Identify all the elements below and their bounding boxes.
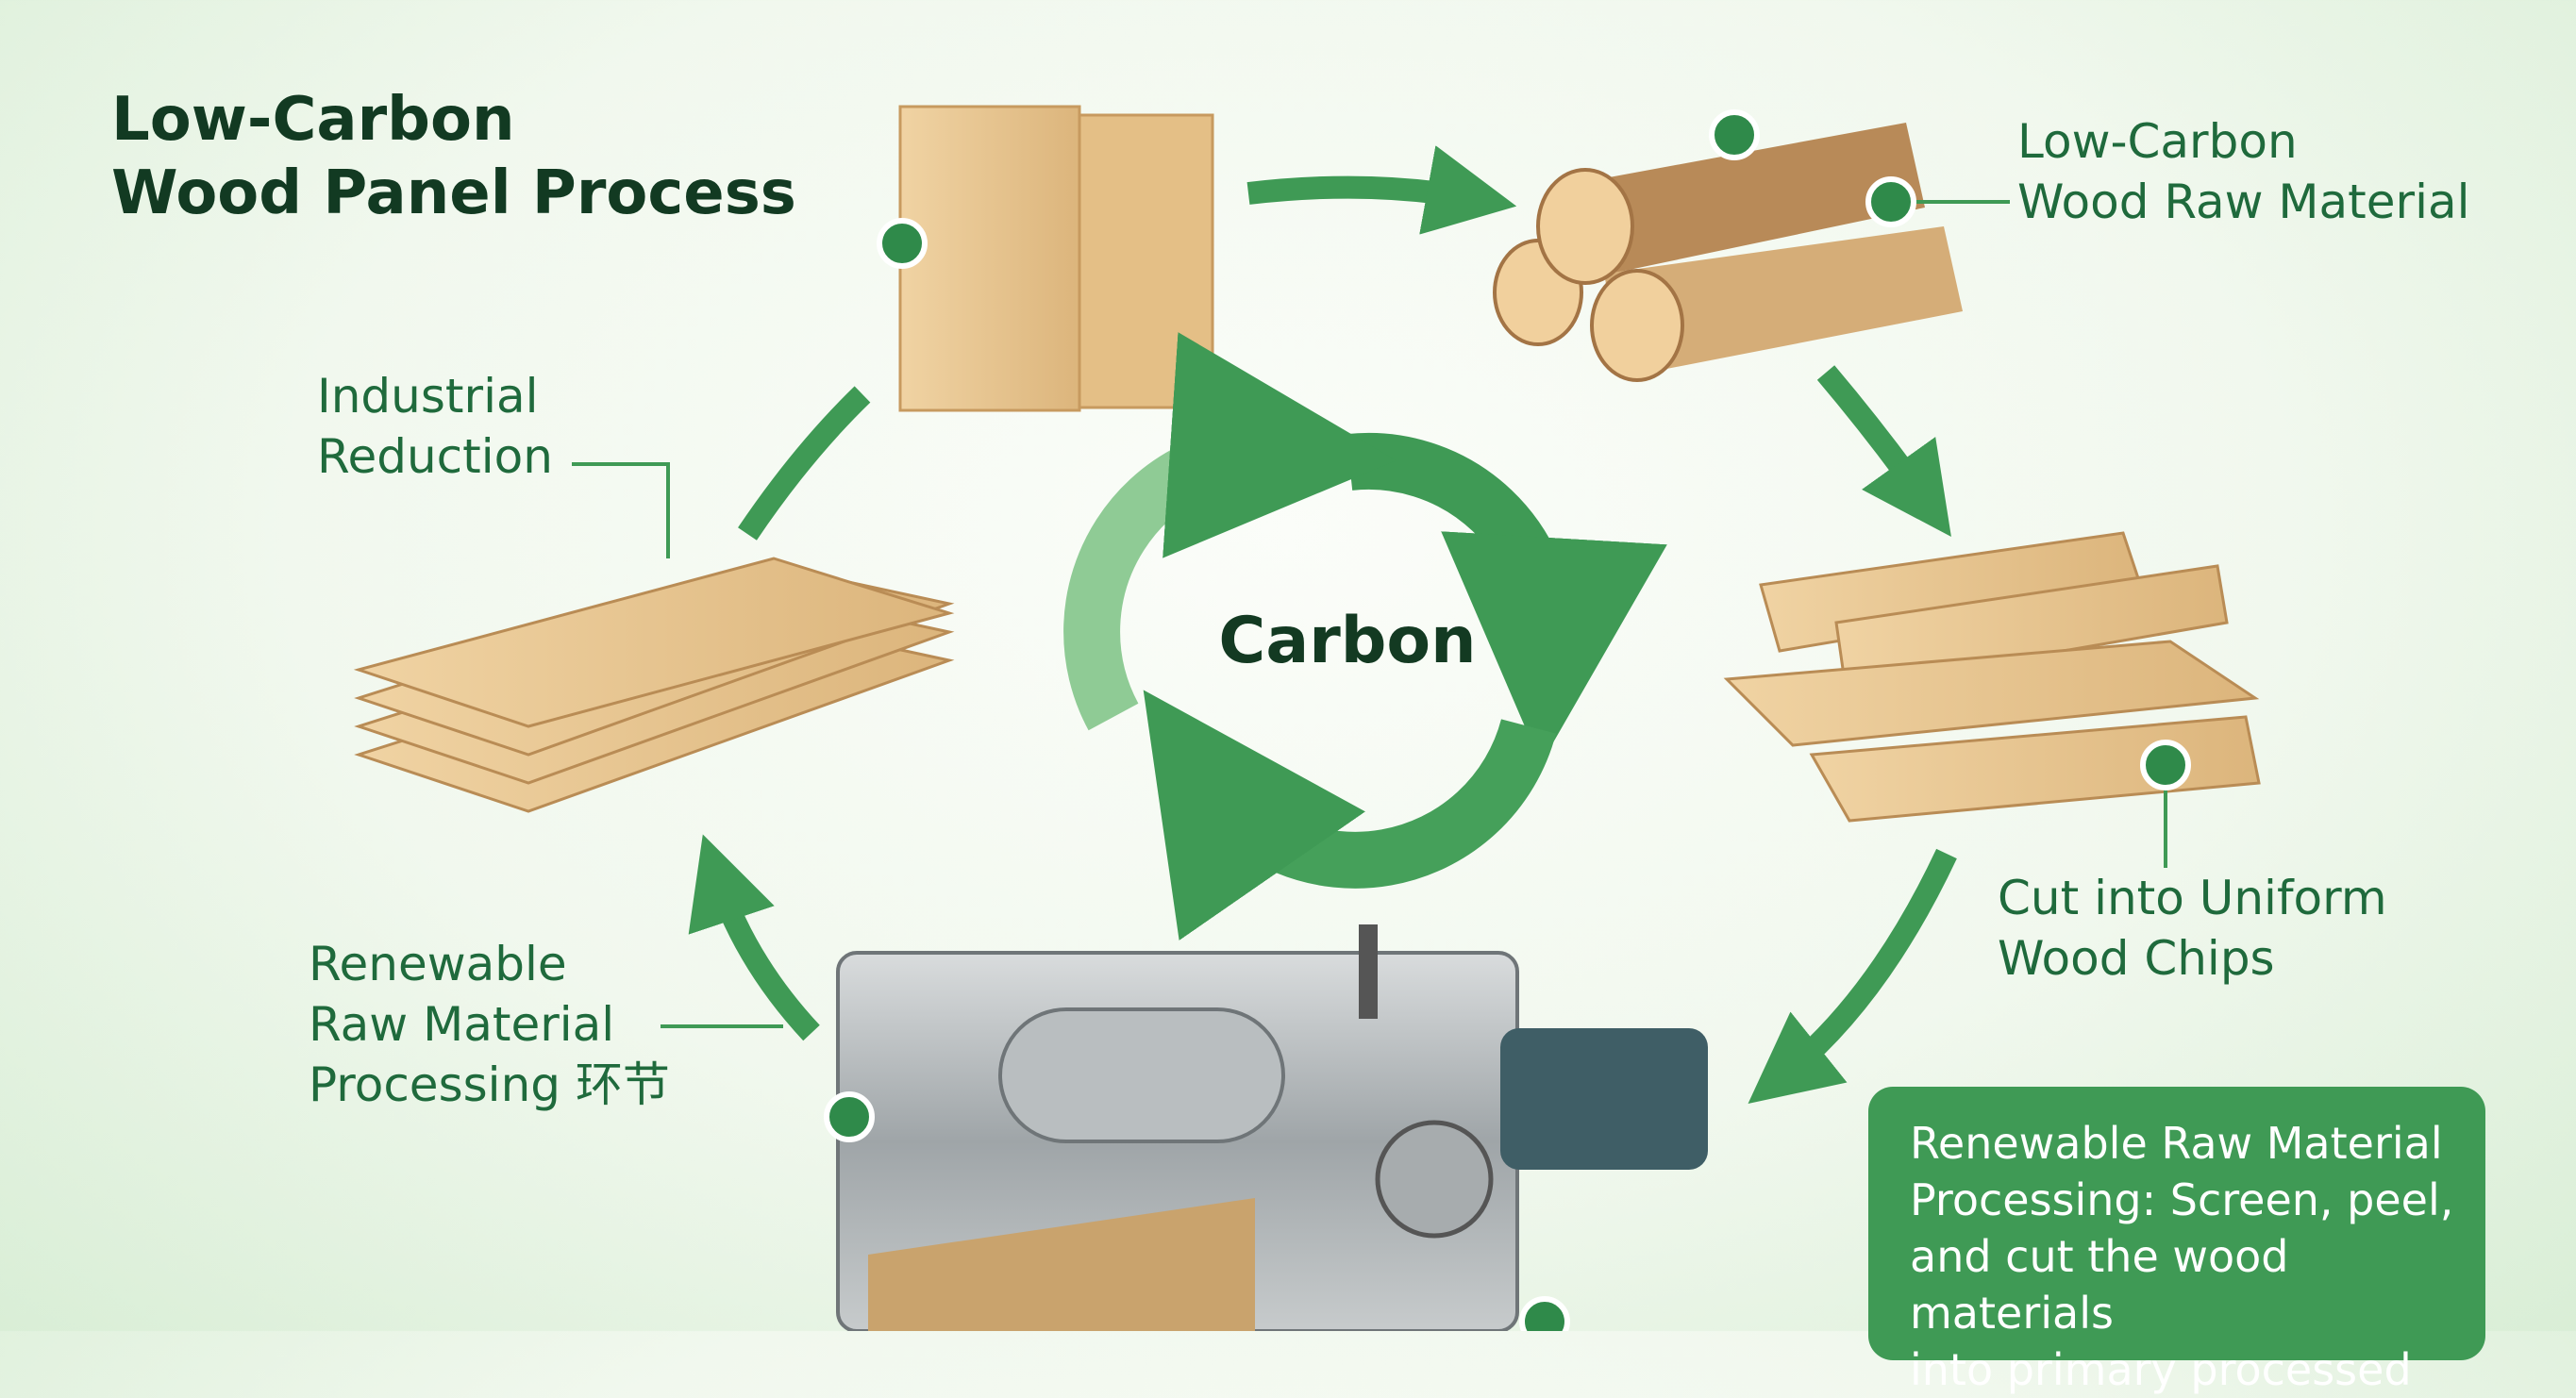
label-line: Wood Raw Material (2017, 175, 2470, 229)
label-line: Raw Material (309, 997, 615, 1052)
marker-dots (824, 109, 2191, 1331)
label-line: Renewable (309, 937, 567, 991)
info-line: into primary processed (1910, 1344, 2412, 1395)
info-line: Renewable Raw Material (1910, 1118, 2443, 1169)
label-line: Low-Carbon (2017, 114, 2298, 169)
planks-image (353, 557, 955, 813)
flow-arrows (688, 145, 1957, 1104)
label-line: Cut into Uniform (1998, 871, 2387, 925)
label-processing: Renewable Raw Material Processing 环节 (309, 934, 670, 1115)
page-title: Low-Carbon Wood Panel Process (111, 83, 796, 230)
label-line: Processing 环节 (309, 1057, 670, 1112)
process-illustration (353, 105, 2261, 1331)
label-chips: Cut into Uniform Wood Chips (1998, 868, 2387, 989)
label-raw-material: Low-Carbon Wood Raw Material (2017, 111, 2470, 232)
label-reduction: Industrial Reduction (317, 366, 553, 487)
info-line: Processing: Screen, peel, (1910, 1174, 2454, 1225)
title-line: Low-Carbon (111, 85, 515, 155)
wood-block-image (898, 105, 1214, 412)
label-line: Reduction (317, 429, 553, 484)
chipping-machine-image (836, 924, 1708, 1331)
info-line: and cut the wood materials (1910, 1231, 2289, 1339)
wood-sticks-image (1723, 531, 2261, 823)
info-box: Renewable Raw Material Processing: Scree… (1868, 1087, 2485, 1395)
carbon-cycle-arrows (1063, 332, 1667, 941)
carbon-label: Carbon (1218, 604, 1477, 678)
logs-image (1493, 123, 1963, 382)
label-line: Industrial (317, 369, 539, 424)
label-line: Wood Chips (1998, 931, 2275, 986)
title-line: Wood Panel Process (111, 158, 796, 228)
